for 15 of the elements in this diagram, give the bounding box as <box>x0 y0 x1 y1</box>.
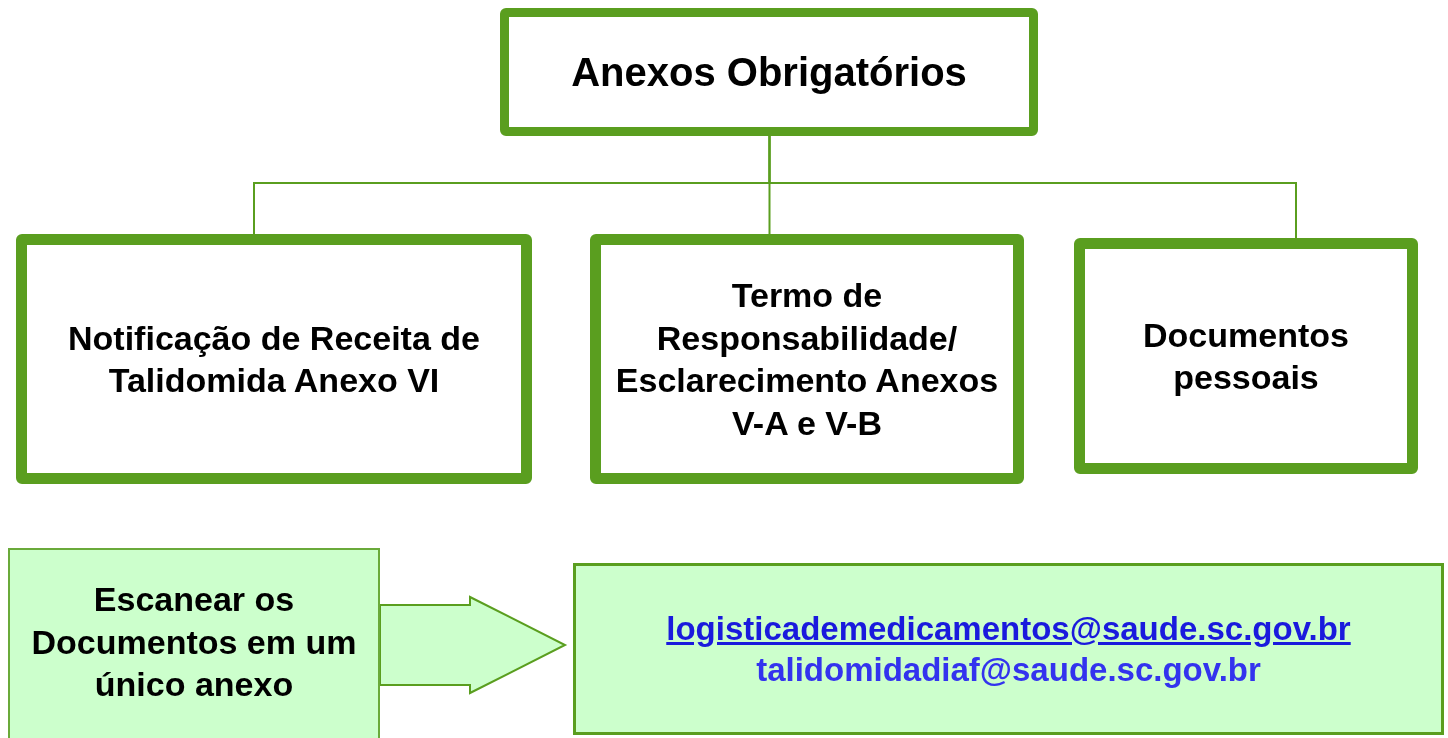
document-box <box>590 234 1024 484</box>
email-address: logisticademedicamentos@saude.sc.gov.br <box>666 608 1351 649</box>
connector-line <box>768 135 1297 239</box>
box-text: Notificação de Receita de Talidomida Anexo VI <box>67 317 481 401</box>
box-text: Termo de Responsabilidade/ Esclarecimento Anexos V-A e V-B <box>614 275 1000 444</box>
box-text: Escanear os Documentos em um único anexo <box>30 579 358 706</box>
block-arrow <box>379 595 568 695</box>
instruction-box <box>8 548 380 738</box>
document-box <box>1074 238 1418 474</box>
document-box <box>16 234 532 484</box>
heading: Anexos Obrigatórios <box>571 49 967 96</box>
document-box <box>500 8 1038 136</box>
email-panel <box>573 563 1444 735</box>
box-text: Documentos pessoais <box>1142 314 1350 398</box>
email-address: talidomidadiaf@saude.sc.gov.br <box>756 650 1261 690</box>
